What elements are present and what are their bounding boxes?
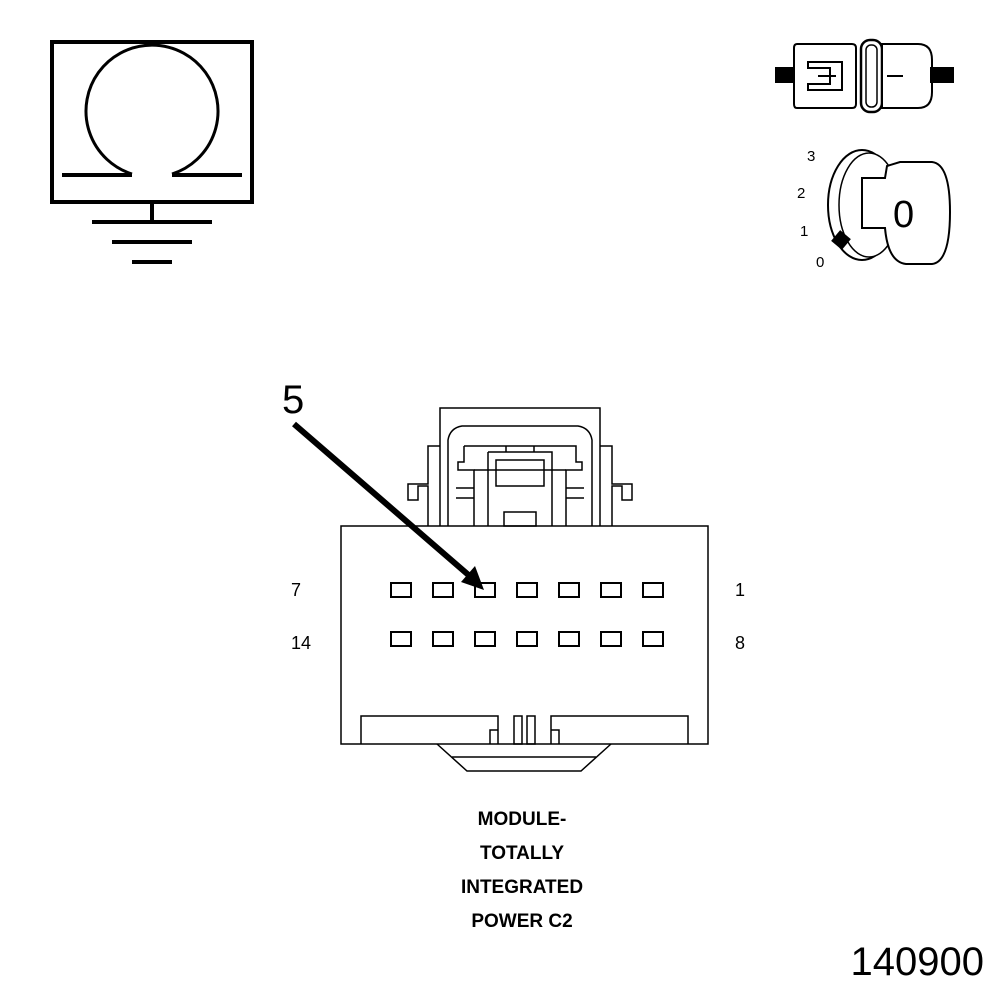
pin-cavity	[390, 582, 412, 598]
caption-line-3: INTEGRATED	[460, 877, 584, 898]
ignition-position-3: 3	[807, 148, 816, 165]
pin-label-7: 7	[291, 580, 302, 600]
pin-label-8: 8	[735, 633, 746, 653]
callout-number: 5	[282, 378, 305, 422]
caption-line-4: POWER C2	[471, 911, 573, 932]
pin-cavity	[558, 582, 580, 598]
pin-cavity	[600, 582, 622, 598]
pin-cavity	[474, 582, 496, 598]
connector-caption: MODULE- TOTALLY INTEGRATED POWER C2	[392, 803, 652, 939]
ignition-position-0: 0	[816, 254, 825, 271]
pin-cavity	[600, 631, 622, 647]
pin-cavity	[390, 631, 412, 647]
pin-cavity	[516, 631, 538, 647]
ignition-position-1: 1	[800, 223, 809, 240]
pin-cavity	[432, 582, 454, 598]
pin-cavity	[516, 582, 538, 598]
caption-line-1: MODULE-	[477, 809, 567, 830]
pin-label-1: 1	[735, 580, 746, 600]
caption-line-2: TOTALLY	[479, 843, 565, 864]
pin-label-14: 14	[291, 633, 312, 653]
pin-cavity	[642, 582, 664, 598]
pin-cavity	[432, 631, 454, 647]
key-label: 0	[893, 194, 915, 236]
pin-cavity	[474, 631, 496, 647]
figure-id: 140900	[850, 940, 984, 984]
ignition-position-2: 2	[797, 185, 806, 202]
pin-cavity	[558, 631, 580, 647]
pin-cavity	[642, 631, 664, 647]
